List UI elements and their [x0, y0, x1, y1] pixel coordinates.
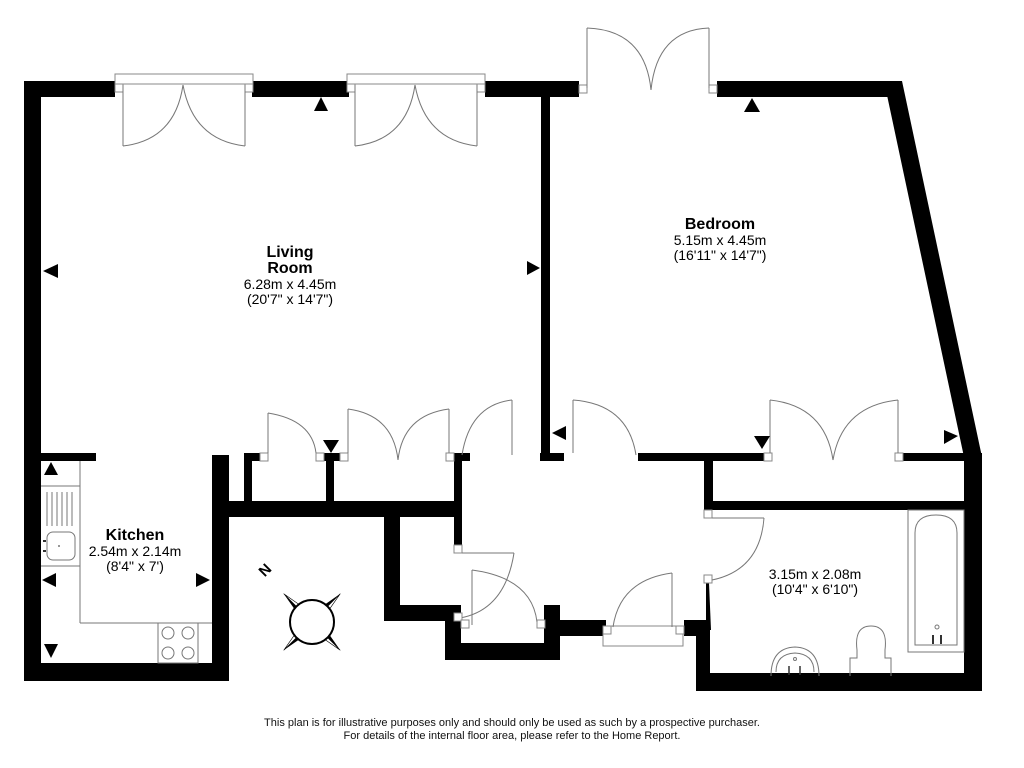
arrow-down-icon: [44, 644, 58, 658]
hob-icon: [157, 622, 199, 664]
room-label-living-room: Living Room 6.28m x 4.45m (20'7" x 14'7"…: [200, 245, 380, 307]
internal-doors: [259, 399, 904, 647]
arrow-left-icon: [43, 264, 58, 278]
arrow-up-icon: [44, 462, 58, 475]
french-door-bedroom: [578, 27, 718, 94]
arrow-right-icon: [196, 573, 210, 587]
room-label-bathroom: 3.15m x 2.08m (10'4" x 6'10"): [745, 567, 885, 597]
room-dimension-metric: 2.54m x 2.14m: [88, 543, 182, 559]
arrow-left-icon: [42, 573, 56, 587]
room-label-kitchen: Kitchen 2.54m x 2.14m (8'4" x 7'): [80, 528, 190, 574]
kitchen-sink-icon: [43, 531, 76, 561]
compass-icon: [283, 593, 341, 651]
arrow-down-icon: [754, 436, 770, 449]
french-door-living-2: [346, 73, 486, 147]
disclaimer-line-2: For details of the internal floor area, …: [343, 730, 681, 742]
room-label-bedroom: Bedroom 5.15m x 4.45m (16'11" x 14'7"): [630, 217, 810, 263]
room-dimension-metric: 3.15m x 2.08m: [768, 566, 862, 582]
room-dimension-metric: 5.15m x 4.45m: [673, 232, 767, 248]
arrow-down-icon: [323, 440, 339, 453]
basin-icon: [770, 646, 820, 677]
room-dimension-imperial: (16'11" x 14'7"): [673, 247, 767, 263]
arrow-up-icon: [314, 97, 328, 111]
disclaimer: This plan is for illustrative purposes o…: [0, 717, 1024, 743]
disclaimer-line-1: This plan is for illustrative purposes o…: [264, 717, 760, 729]
bath-icon: [907, 509, 965, 653]
room-name: Living: [266, 244, 314, 261]
dimension-arrows: [42, 97, 958, 658]
room-dimension-metric: 6.28m x 4.45m: [243, 276, 337, 292]
room-name: Bedroom: [684, 216, 756, 233]
arrow-up-icon: [744, 98, 760, 112]
french-door-living-1: [114, 73, 254, 147]
arrow-right-icon: [527, 261, 540, 275]
arrow-left-icon: [552, 426, 566, 440]
room-dimension-imperial: (8'4" x 7'): [106, 558, 164, 574]
room-name: Room: [267, 260, 313, 277]
kitchen-drainer: [46, 492, 73, 526]
room-dimension-imperial: (10'4" x 6'10"): [771, 581, 859, 597]
walls: [24, 81, 982, 691]
room-name: Kitchen: [105, 527, 165, 544]
room-dimension-imperial: (20'7" x 14'7"): [246, 291, 334, 307]
arrow-right-icon: [944, 430, 958, 444]
toilet-icon: [849, 625, 892, 676]
